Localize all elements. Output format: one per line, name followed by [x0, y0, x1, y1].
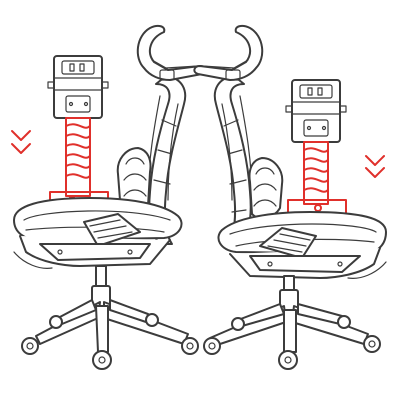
coil-spring-icon: [287, 141, 347, 217]
caster-wheel-icon: [203, 315, 381, 370]
caster-wheel-icon: [21, 313, 199, 370]
star-base: [209, 303, 369, 353]
headrest: [136, 24, 207, 81]
headrest: [193, 24, 264, 81]
seat: [13, 197, 183, 269]
double-chevron-down-icon: [11, 130, 31, 154]
chair-right: [193, 24, 387, 370]
coil-spring-icon: [49, 117, 109, 209]
chair-left: [11, 24, 207, 370]
seat: [217, 211, 387, 279]
cylinder-housing-icon: [285, 79, 347, 143]
double-chevron-down-icon: [365, 155, 385, 178]
backrest: [147, 75, 187, 245]
lumbar-support: [248, 157, 284, 220]
gas-lift-stem: [95, 265, 107, 289]
cylinder-housing-icon: [47, 55, 109, 119]
